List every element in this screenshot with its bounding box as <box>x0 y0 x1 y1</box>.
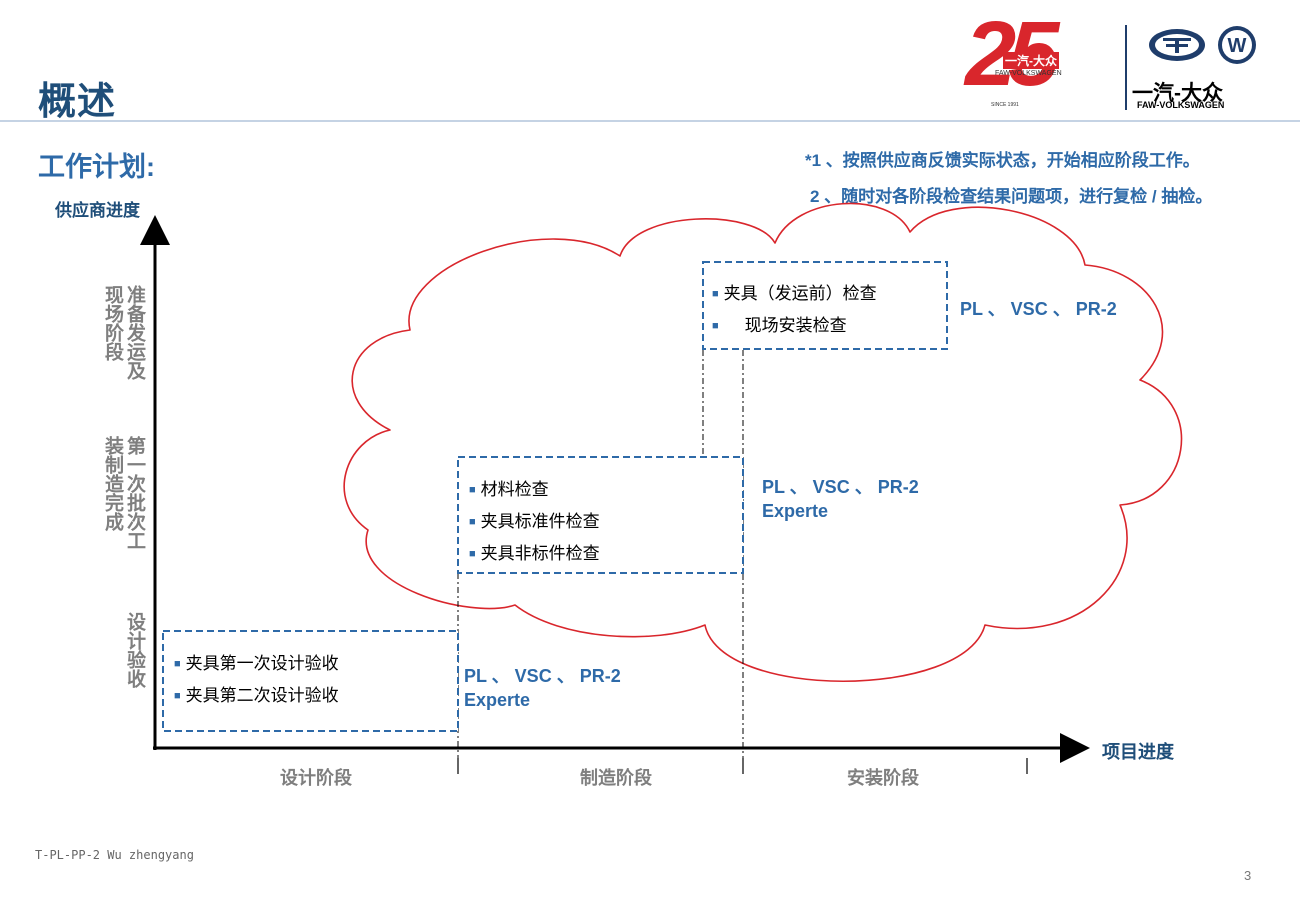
anniversary-sub: FAW-VOLKSWAGEN <box>995 70 1062 77</box>
bullet-icon: ■ <box>712 288 719 300</box>
list-item: ■现场安装检查 <box>712 316 847 335</box>
vw-emblem-icon: W <box>1218 26 1256 64</box>
install-box: ■夹具（发运前）检查 ■现场安装检查 <box>712 278 877 342</box>
list-item: ■夹具标准件检查 <box>469 512 600 531</box>
bullet-icon: ■ <box>469 484 476 496</box>
install-box-border <box>702 261 948 350</box>
list-item: ■夹具第一次设计验收 <box>174 654 339 673</box>
bullet-icon: ■ <box>469 516 476 528</box>
bullet-icon: ■ <box>174 658 181 670</box>
list-item: ■夹具第二次设计验收 <box>174 686 339 705</box>
list-item: ■夹具（发运前）检查 <box>712 284 877 303</box>
y-level-design: 设计验收 <box>124 612 145 688</box>
stage-design: 设计阶段 <box>280 768 352 788</box>
brand-name-cn: 一汽-大众 <box>1132 82 1223 105</box>
anniversary-since: SINCE 1991 <box>991 102 1019 108</box>
bullet-icon: ■ <box>469 548 476 560</box>
brand-emblems: W <box>1149 26 1256 64</box>
y-level-install: 准备发运及现场阶段 <box>102 285 145 380</box>
svg-text:W: W <box>1228 35 1247 57</box>
anniversary-caption: 一汽-大众 <box>1003 52 1059 69</box>
page-title: 概述 <box>38 81 117 123</box>
brand-name-en: FAW-VOLKSWAGEN <box>1137 100 1225 110</box>
y-axis-label: 供应商进度 <box>55 201 140 220</box>
list-item: ■夹具非标件检查 <box>469 544 600 563</box>
note-2: 2 、随时对各阶段检查结果问题项，进行复检 / 抽检。 <box>810 187 1213 206</box>
footer-code: T-PL-PP-2 Wu zhengyang <box>35 848 194 862</box>
responsible-design: PL 、 VSC 、 PR-2 Experte <box>464 666 621 710</box>
manufacture-box-border <box>457 456 744 574</box>
faw-emblem-icon <box>1149 29 1205 61</box>
responsible-manufacture: PL 、 VSC 、 PR-2 Experte <box>762 477 919 521</box>
list-item: ■材料检查 <box>469 480 549 499</box>
stage-install: 安装阶段 <box>847 768 919 788</box>
responsible-install: PL 、 VSC 、 PR-2 <box>960 299 1117 319</box>
anniversary-logo: 25 一汽-大众 FAW-VOLKSWAGEN SINCE 1991 <box>965 4 1105 108</box>
bullet-icon: ■ <box>712 320 719 332</box>
header-divider <box>0 120 1300 122</box>
logo-divider <box>1125 25 1127 110</box>
bullet-icon: ■ <box>174 690 181 702</box>
design-box-border <box>162 630 459 732</box>
design-box: ■夹具第一次设计验收 ■夹具第二次设计验收 <box>174 648 339 712</box>
x-axis-label: 项目进度 <box>1102 742 1174 762</box>
page-number: 3 <box>1244 868 1252 883</box>
stage-manufacture: 制造阶段 <box>580 768 652 788</box>
manufacture-box: ■材料检查 ■夹具标准件检查 ■夹具非标件检查 <box>469 474 600 570</box>
section-subtitle: 工作计划: <box>38 152 155 182</box>
y-level-manufacture: 第一次批次工装制造完成 <box>102 436 145 550</box>
note-1: *1 、按照供应商反馈实际状态，开始相应阶段工作。 <box>805 151 1200 170</box>
